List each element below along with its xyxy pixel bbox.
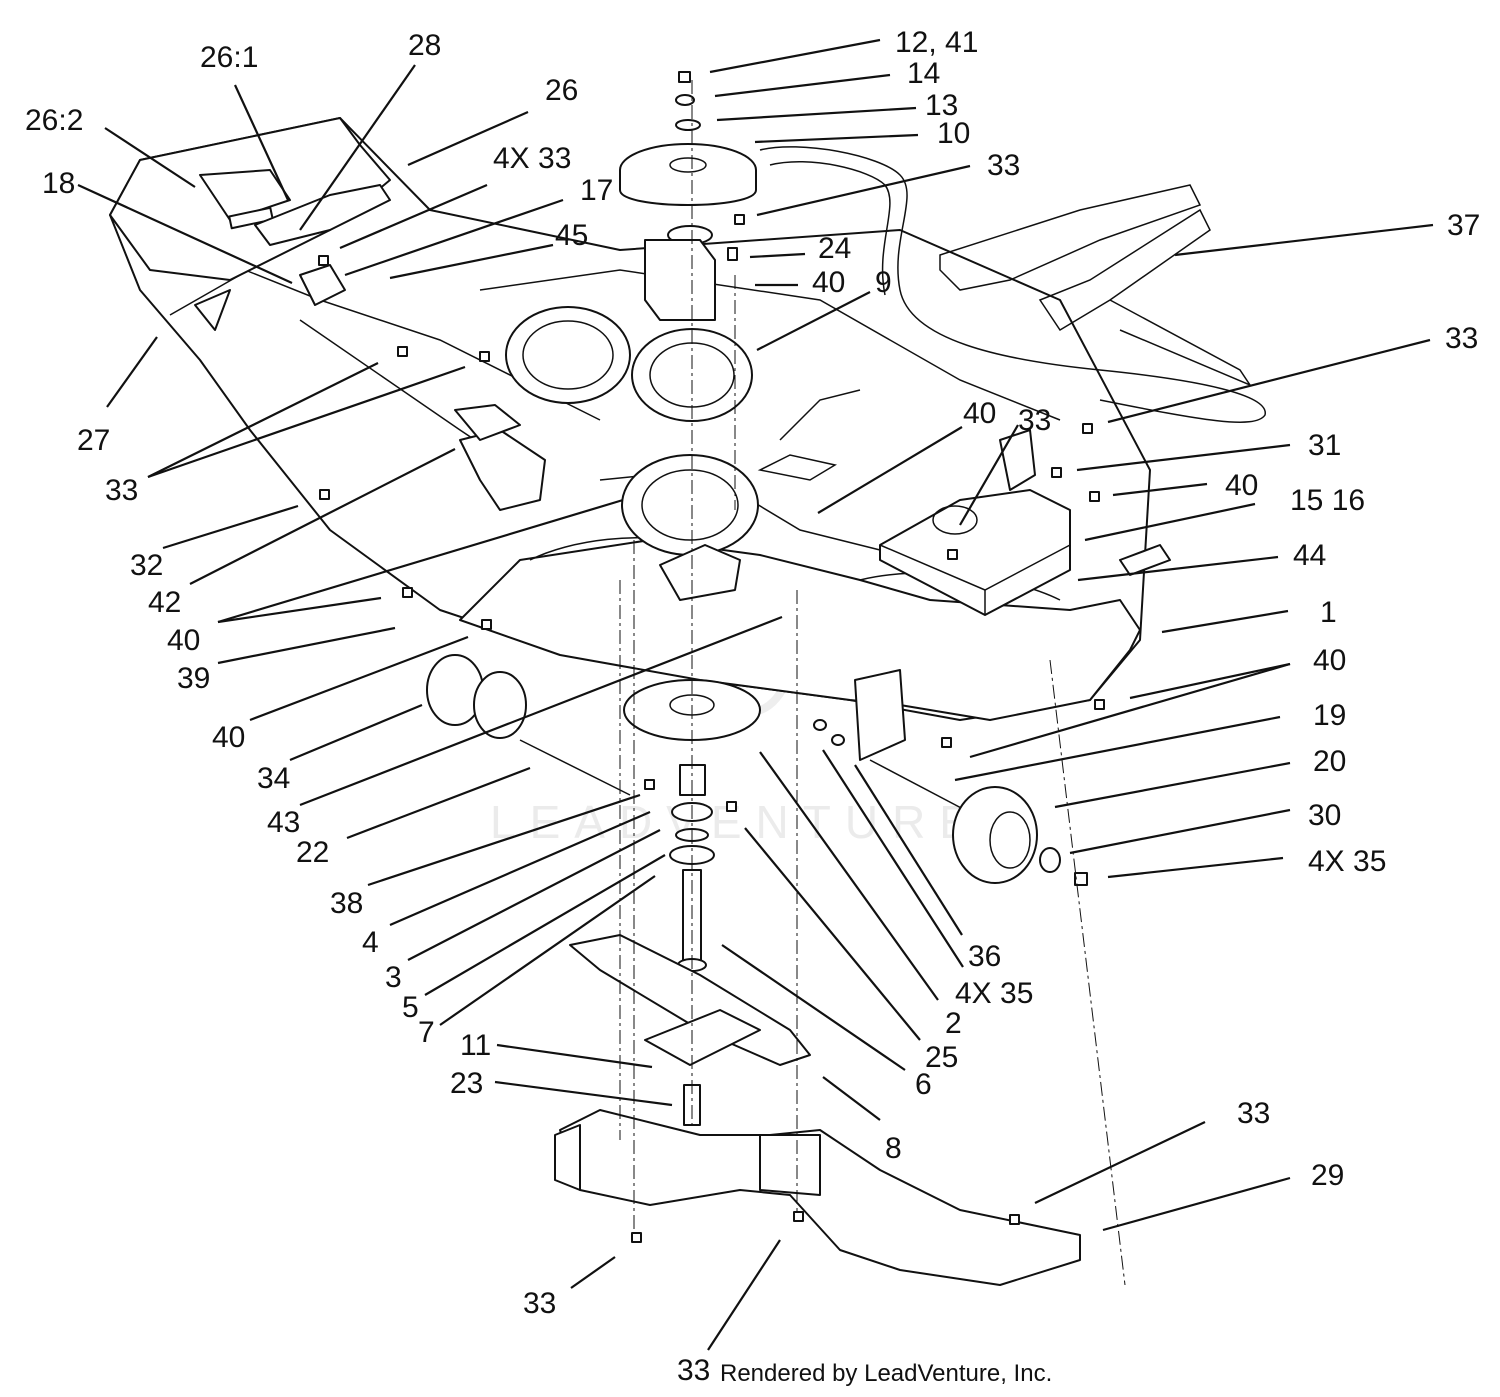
callout-8: 8 <box>885 1132 902 1165</box>
callout-7: 7 <box>418 1016 435 1049</box>
callouts: 26:1 28 26 26:2 18 4X 33 17 45 27 33 32 … <box>25 26 1480 1387</box>
callout-27: 27 <box>77 424 110 457</box>
callout-19: 19 <box>1313 699 1346 732</box>
callout-26-1: 26:1 <box>200 41 258 74</box>
callout-1: 1 <box>1320 596 1337 629</box>
callout-4x-35-b: 4X 35 <box>955 977 1033 1010</box>
callout-34: 34 <box>257 762 290 795</box>
callout-15-16: 15 16 <box>1290 484 1365 517</box>
blade <box>569 934 811 1126</box>
callout-3: 3 <box>385 961 402 994</box>
callout-9: 9 <box>875 266 892 299</box>
credit-text: Rendered by LeadVenture, Inc. <box>720 1360 1052 1387</box>
callout-43: 43 <box>267 806 300 839</box>
callout-33-a: 33 <box>105 474 138 507</box>
callout-33-b: 33 <box>523 1287 556 1320</box>
leader-lines <box>77 38 1434 1351</box>
callout-37: 37 <box>1447 209 1480 242</box>
callout-30: 30 <box>1308 799 1341 832</box>
callout-25: 25 <box>925 1041 958 1074</box>
callout-44: 44 <box>1293 539 1326 572</box>
pulley-stack <box>619 71 757 245</box>
callout-11: 11 <box>460 1029 491 1062</box>
callout-36: 36 <box>968 940 1001 973</box>
callout-13: 13 <box>925 89 958 122</box>
height-adjust <box>169 184 391 331</box>
callout-40-c: 40 <box>812 266 845 299</box>
belt-cover <box>879 489 1071 616</box>
callout-5: 5 <box>402 991 419 1024</box>
rear-baffle <box>554 1109 1081 1286</box>
front-shield <box>109 117 391 281</box>
callout-32: 32 <box>130 549 163 582</box>
roller <box>426 654 631 796</box>
callout-20: 20 <box>1313 745 1346 778</box>
callout-40-b: 40 <box>212 721 245 754</box>
callout-17: 17 <box>580 174 613 207</box>
assembly-axes <box>619 80 1126 1286</box>
callout-12-41: 12, 41 <box>895 26 978 59</box>
callout-4: 4 <box>362 926 379 959</box>
callout-33-c: 33 <box>677 1354 710 1387</box>
callout-33-g: 33 <box>1237 1097 1270 1130</box>
callout-26: 26 <box>545 74 578 107</box>
callout-10: 10 <box>937 117 970 150</box>
callout-33-e: 33 <box>1445 322 1478 355</box>
callout-33-f: 33 <box>1018 404 1051 437</box>
mower-deck <box>109 117 1151 721</box>
callout-39: 39 <box>177 662 210 695</box>
callout-18: 18 <box>42 167 75 200</box>
callout-22: 22 <box>296 836 329 869</box>
wheel-assembly <box>813 719 1088 886</box>
callout-2: 2 <box>945 1007 962 1040</box>
callout-31: 31 <box>1308 429 1341 462</box>
callout-45: 45 <box>555 219 588 252</box>
brackets <box>454 239 1171 761</box>
callout-23: 23 <box>450 1067 483 1100</box>
callout-28: 28 <box>408 29 441 62</box>
callout-40-f: 40 <box>1313 644 1346 677</box>
callout-14: 14 <box>907 57 940 90</box>
callout-40-e: 40 <box>1225 469 1258 502</box>
callout-38: 38 <box>330 887 363 920</box>
callout-40-a: 40 <box>167 624 200 657</box>
callout-33-d: 33 <box>987 149 1020 182</box>
callout-6: 6 <box>915 1068 932 1101</box>
hardware <box>318 214 1105 1243</box>
callout-4x-33-top: 4X 33 <box>493 142 571 175</box>
callout-24: 24 <box>818 232 851 265</box>
callout-40-d: 40 <box>963 397 996 430</box>
callout-4x-35-a: 4X 35 <box>1308 845 1386 878</box>
callout-26-2: 26:2 <box>25 104 83 137</box>
callout-29: 29 <box>1311 1159 1344 1192</box>
callout-42: 42 <box>148 586 181 619</box>
